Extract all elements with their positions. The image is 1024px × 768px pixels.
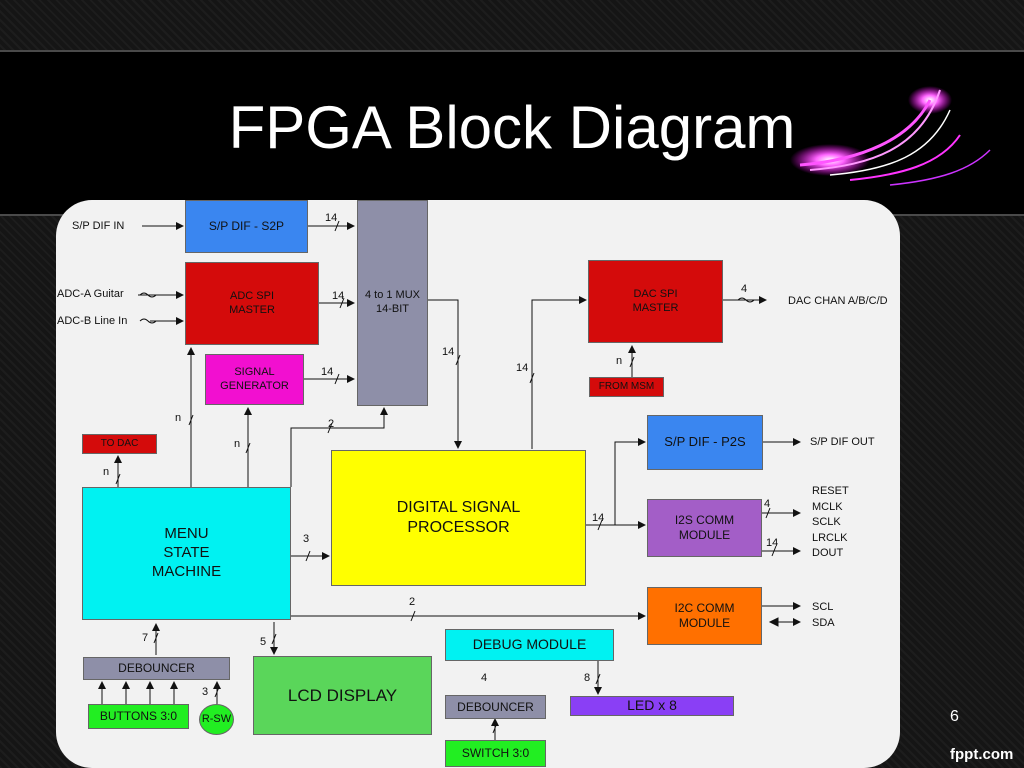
menu-state-machine-block: MENU STATE MACHINE <box>82 487 291 620</box>
adc-b-line-in-label: ADC-B Line In <box>57 315 128 327</box>
bus-width-mux-dsp: 14 <box>442 346 455 358</box>
slide-title: FPGA Block Diagram <box>228 94 796 161</box>
dsp-block: DIGITAL SIGNAL PROCESSOR <box>331 450 586 586</box>
led-block: LED x 8 <box>570 696 734 716</box>
signal-generator-block: SIGNAL GENERATOR <box>205 354 304 405</box>
lcd-display-block: LCD DISPLAY <box>253 656 432 735</box>
bus-width-adc-mux: 14 <box>332 290 345 302</box>
debouncer-right-block: DEBOUNCER <box>445 695 546 719</box>
spdif-s2p-block: S/P DIF - S2P <box>185 200 308 253</box>
bus-width-gen-mux: 14 <box>321 366 334 378</box>
debouncer-left-block: DEBOUNCER <box>83 657 230 680</box>
sda-label: SDA <box>812 617 835 629</box>
bus-width-dac-out: 4 <box>741 283 748 295</box>
to-dac-block: TO DAC <box>82 434 157 454</box>
neon-decoration <box>790 86 991 186</box>
from-msm-block: FROM MSM <box>589 377 664 397</box>
bus-width-menu-i2c: 2 <box>409 596 416 608</box>
scl-label: SCL <box>812 601 834 613</box>
bus-width-msm-dac: n <box>616 355 623 367</box>
i2c-comm-module-block: I2C COMM MODULE <box>647 587 762 645</box>
bus-width-menu-lcd: 5 <box>260 636 267 648</box>
watermark-text: fppt.com <box>950 746 1014 763</box>
bus-width-s2p-mux: 14 <box>325 212 338 224</box>
bus-width-sw-deb: 4 <box>481 672 488 684</box>
bus-width-menu-todac: n <box>103 466 110 478</box>
switch-block: SWITCH 3:0 <box>445 740 546 767</box>
debug-module-block: DEBUG MODULE <box>445 629 614 661</box>
bus-width-menu-gen: n <box>234 438 241 450</box>
bus-width-menu-mux: 2 <box>328 418 335 430</box>
bus-width-dsp-i2s: 14 <box>592 512 605 524</box>
adc-spi-master-block: ADC SPI MASTER <box>185 262 319 345</box>
spdif-in-label: S/P DIF IN <box>72 220 125 232</box>
bus-width-debug-led: 8 <box>584 672 591 684</box>
i2s-outputs-label: RESET MCLK SCLK LRCLK DOUT <box>812 485 849 559</box>
dac-spi-master-block: DAC SPI MASTER <box>588 260 723 343</box>
bus-width-rsw-deb: 3 <box>202 686 209 698</box>
spdif-out-label: S/P DIF OUT <box>810 436 875 448</box>
bus-width-i2s-a: 4 <box>764 498 771 510</box>
bus-width-menu-adc: n <box>175 412 182 424</box>
page-number: 6 <box>950 708 959 725</box>
buttons-block: BUTTONS 3:0 <box>88 704 189 729</box>
bus-width-menu-dsp: 3 <box>303 533 310 545</box>
header-band <box>0 50 1024 216</box>
bus-width-i2s-b: 14 <box>766 537 779 549</box>
bus-width-deb-menu: 7 <box>142 632 149 644</box>
mux-block: 4 to 1 MUX 14-BIT <box>357 200 428 406</box>
i2s-comm-module-block: I2S COMM MODULE <box>647 499 762 557</box>
bus-width-dsp-dac: 14 <box>516 362 529 374</box>
spdif-p2s-block: S/P DIF - P2S <box>647 415 763 470</box>
rsw-block: R-SW <box>199 704 234 735</box>
dac-chan-label: DAC CHAN A/B/C/D <box>788 295 888 307</box>
adc-a-guitar-label: ADC-A Guitar <box>57 288 124 300</box>
